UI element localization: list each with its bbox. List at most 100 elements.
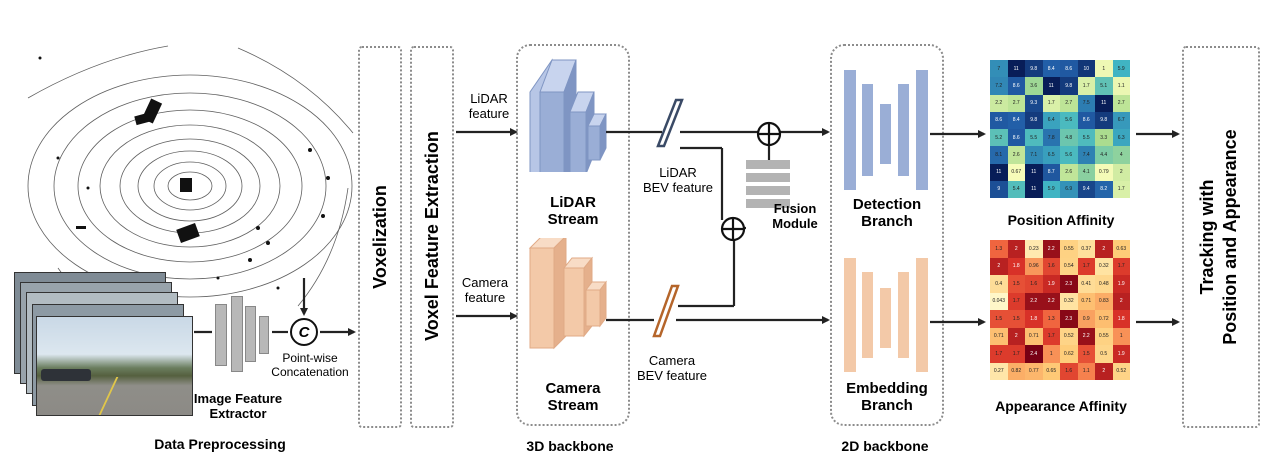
position-affinity-label: Position Affinity [1007,212,1115,228]
heatmap-cell: 0.52 [1060,327,1078,345]
heatmap-cell: 0.32 [1060,292,1078,310]
heatmap-cell: 6.4 [1042,111,1060,129]
heatmap-cell: 2.7 [1007,94,1025,112]
heatmap-cell: 6.5 [1042,146,1060,164]
heatmap-cell: 0.67 [1007,163,1025,181]
heatmap-cell: 1.3 [1042,310,1060,328]
tracking-label: Tracking with Position and Appearance [1197,129,1240,345]
heatmap-cell: 8.4 [1007,111,1025,129]
heatmap-cell: 0.4 [990,275,1008,293]
backbone2d-label: 2D backbone [841,438,929,454]
heatmap-cell: 5.9 [1042,180,1060,198]
heatmap-cell: 1.7 [1042,94,1060,112]
heatmap-cell: 5.2 [990,129,1008,147]
heatmap-cell: 6.3 [1112,129,1130,147]
heatmap-cell: 2.2 [1077,327,1095,345]
heatmap-cell: 2 [1007,327,1025,345]
heatmap-cell: 2.2 [1025,292,1043,310]
heatmap-cell: 9.4 [1077,180,1095,198]
heatmap-cell: 2.2 [990,94,1008,112]
heatmap-cell: 1.5 [1007,275,1025,293]
heatmap-cell: 4.1 [1077,163,1095,181]
heatmap-cell: 7.5 [1077,94,1095,112]
heatmap-cell: 1 [1042,345,1060,363]
heatmap-cell: 1.5 [990,310,1008,328]
voxelization-box [358,46,402,428]
heatmap-cell: 11 [1095,94,1113,112]
heatmap-cell: 2 [1007,240,1025,258]
heatmap-cell: 1.7 [1077,257,1095,275]
lidar-stream-label: LiDAR Stream [547,194,599,229]
concat-symbol: C [290,318,318,346]
heatmap-cell: 5.6 [1060,111,1078,129]
heatmap-cell: 8.6 [990,111,1008,129]
camera-image [36,316,193,416]
heatmap-cell: 5.6 [1060,146,1078,164]
heatmap-cell: 0.62 [1060,345,1078,363]
heatmap-cell: 0.52 [1112,362,1130,380]
camera-stream-label: Camera Stream [545,380,601,415]
heatmap-cell: 2 [1112,163,1130,181]
heatmap-cell: 0.23 [1025,240,1043,258]
embedding-branch-blocks [844,258,934,372]
heatmap-cell: 4.8 [1060,129,1078,147]
camera-bev-label: Camera BEV feature [636,353,708,383]
concat-label: Point-wise Concatenation [271,351,349,379]
heatmap-cell: 2 [990,257,1008,275]
heatmap-cell: 9 [990,180,1008,198]
heatmap-cell: 5.1 [1095,77,1113,95]
heatmap-cell: 1 [1112,327,1130,345]
heatmap-cell: 9.8 [1025,111,1043,129]
heatmap-cell: 2 [1112,292,1130,310]
lidar-bev-plane [656,98,684,148]
heatmap-cell: 8.6 [1060,60,1078,78]
heatmap-cell: 1.8 [1007,257,1025,275]
heatmap-cell: 2 [1095,240,1113,258]
heatmap-cell: 1.9 [1112,345,1130,363]
heatmap-cell: 0.37 [1077,240,1095,258]
camera-feature-label: Camera feature [461,275,509,305]
voxelization-label: Voxelization [370,185,390,289]
heatmap-cell: 11 [1025,163,1043,181]
heatmap-cell: 7 [990,60,1008,78]
heatmap-cell: 0.77 [1025,362,1043,380]
heatmap-cell: 1.8 [1112,310,1130,328]
heatmap-cell: 1 [1095,60,1113,78]
fusion-module-label: Fusion Module [772,201,818,231]
heatmap-cell: 11 [1042,77,1060,95]
heatmap-cell: 1.5 [1007,310,1025,328]
heatmap-cell: 1.9 [1112,275,1130,293]
heatmap-cell: 0.63 [1112,240,1130,258]
heatmap-cell: 5.5 [1077,129,1095,147]
heatmap-cell: 8.4 [1042,60,1060,78]
heatmap-cell: 1.3 [990,240,1008,258]
lidar-feature-label: LiDAR feature [468,91,510,121]
heatmap-cell: 3.6 [1025,77,1043,95]
heatmap-cell: 9.8 [1095,111,1113,129]
camera-stream-blocks [528,238,607,350]
heatmap-cell: 9.8 [1025,60,1043,78]
heatmap-cell: 0.71 [1077,292,1095,310]
heatmap-cell: 8.6 [1007,77,1025,95]
heatmap-cell: 7.2 [990,77,1008,95]
heatmap-cell: 1.6 [1025,275,1043,293]
heatmap-cell: 0.71 [990,327,1008,345]
heatmap-cell: 9.3 [1025,94,1043,112]
camera-images-stack [14,272,194,417]
fusion-module-stack [746,160,790,210]
image-feature-extractor-label: Image Feature Extractor [193,391,283,421]
heatmap-cell: 0.71 [1025,327,1043,345]
heatmap-cell: 1.7 [1007,292,1025,310]
backbone3d-box [516,44,630,426]
heatmap-cell: 8.7 [1042,163,1060,181]
heatmap-cell: 7.8 [1042,129,1060,147]
heatmap-cell: 9.8 [1060,77,1078,95]
backbone2d-box [830,44,944,426]
heatmap-cell: 2.3 [1060,310,1078,328]
tracking-box [1182,46,1260,428]
heatmap-cell: 8.1 [990,146,1008,164]
heatmap-cell: 1.1 [1077,362,1095,380]
